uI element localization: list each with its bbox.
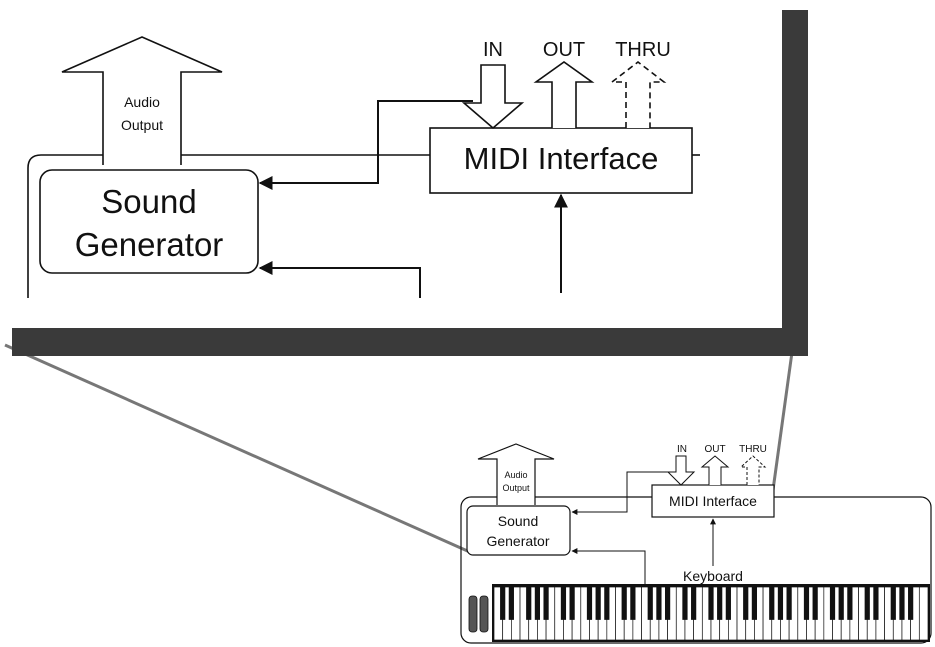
black-key [752, 587, 757, 620]
black-key [587, 587, 592, 620]
black-key [604, 587, 609, 620]
black-key [691, 587, 696, 620]
black-key [630, 587, 635, 620]
black-key [656, 587, 661, 620]
keyboard-label: Keyboard [683, 568, 743, 584]
overview-diagram: Audio Output Sound Generator MIDI Interf… [461, 444, 931, 643]
zoom-connector-left [5, 345, 472, 553]
black-key [830, 587, 835, 620]
black-key [561, 587, 566, 620]
black-key [865, 587, 870, 620]
midi-interface-label-zoom: MIDI Interface [464, 141, 659, 176]
black-key [526, 587, 531, 620]
zoom-connector-right [773, 345, 793, 490]
black-key [778, 587, 783, 620]
white-key [919, 587, 928, 640]
black-key [743, 587, 748, 620]
arrow-out-icon-small [702, 456, 728, 485]
port-in-label-small: IN [677, 444, 687, 455]
audio-output-label-line1: Audio [124, 94, 160, 110]
sound-generator-label-line2-small: Generator [486, 533, 549, 549]
port-out-label-zoom: OUT [543, 39, 585, 61]
midi-interface-label-small: MIDI Interface [669, 493, 757, 509]
black-key [726, 587, 731, 620]
port-out-label-small: OUT [704, 444, 725, 455]
sound-generator-label-line2: Generator [75, 226, 224, 263]
audio-output-label-line1-small: Audio [504, 470, 527, 480]
black-key [787, 587, 792, 620]
pitch-wheel-icon [469, 596, 488, 632]
black-key [665, 587, 670, 620]
black-key [899, 587, 904, 620]
sound-generator-label-line1: Sound [101, 183, 196, 220]
piano-keys-icon [492, 584, 930, 642]
zoom-panel: Sound Generator Audio Output MIDI Interf… [0, 0, 808, 356]
black-key [509, 587, 514, 620]
audio-output-label-line2: Output [121, 117, 163, 133]
keyboard-to-sound-generator-line-small [572, 551, 645, 586]
black-key [708, 587, 713, 620]
black-key [682, 587, 687, 620]
port-in-label-zoom: IN [483, 39, 503, 61]
black-key [543, 587, 548, 620]
black-key [500, 587, 505, 620]
black-key [839, 587, 844, 620]
black-key [535, 587, 540, 620]
black-key [891, 587, 896, 620]
black-key [847, 587, 852, 620]
black-key [717, 587, 722, 620]
audio-output-label-line2-small: Output [502, 483, 530, 493]
black-key [570, 587, 575, 620]
port-thru-label-zoom: THRU [615, 39, 671, 61]
black-key [648, 587, 653, 620]
black-key [596, 587, 601, 620]
black-key [908, 587, 913, 620]
black-key [804, 587, 809, 620]
black-key [769, 587, 774, 620]
arrow-thru-icon-small [741, 456, 765, 485]
sound-generator-label-line1-small: Sound [498, 513, 538, 529]
port-thru-label-small: THRU [739, 444, 767, 455]
black-key [622, 587, 627, 620]
black-key [813, 587, 818, 620]
arrow-in-icon-small [668, 456, 694, 485]
black-key [873, 587, 878, 620]
